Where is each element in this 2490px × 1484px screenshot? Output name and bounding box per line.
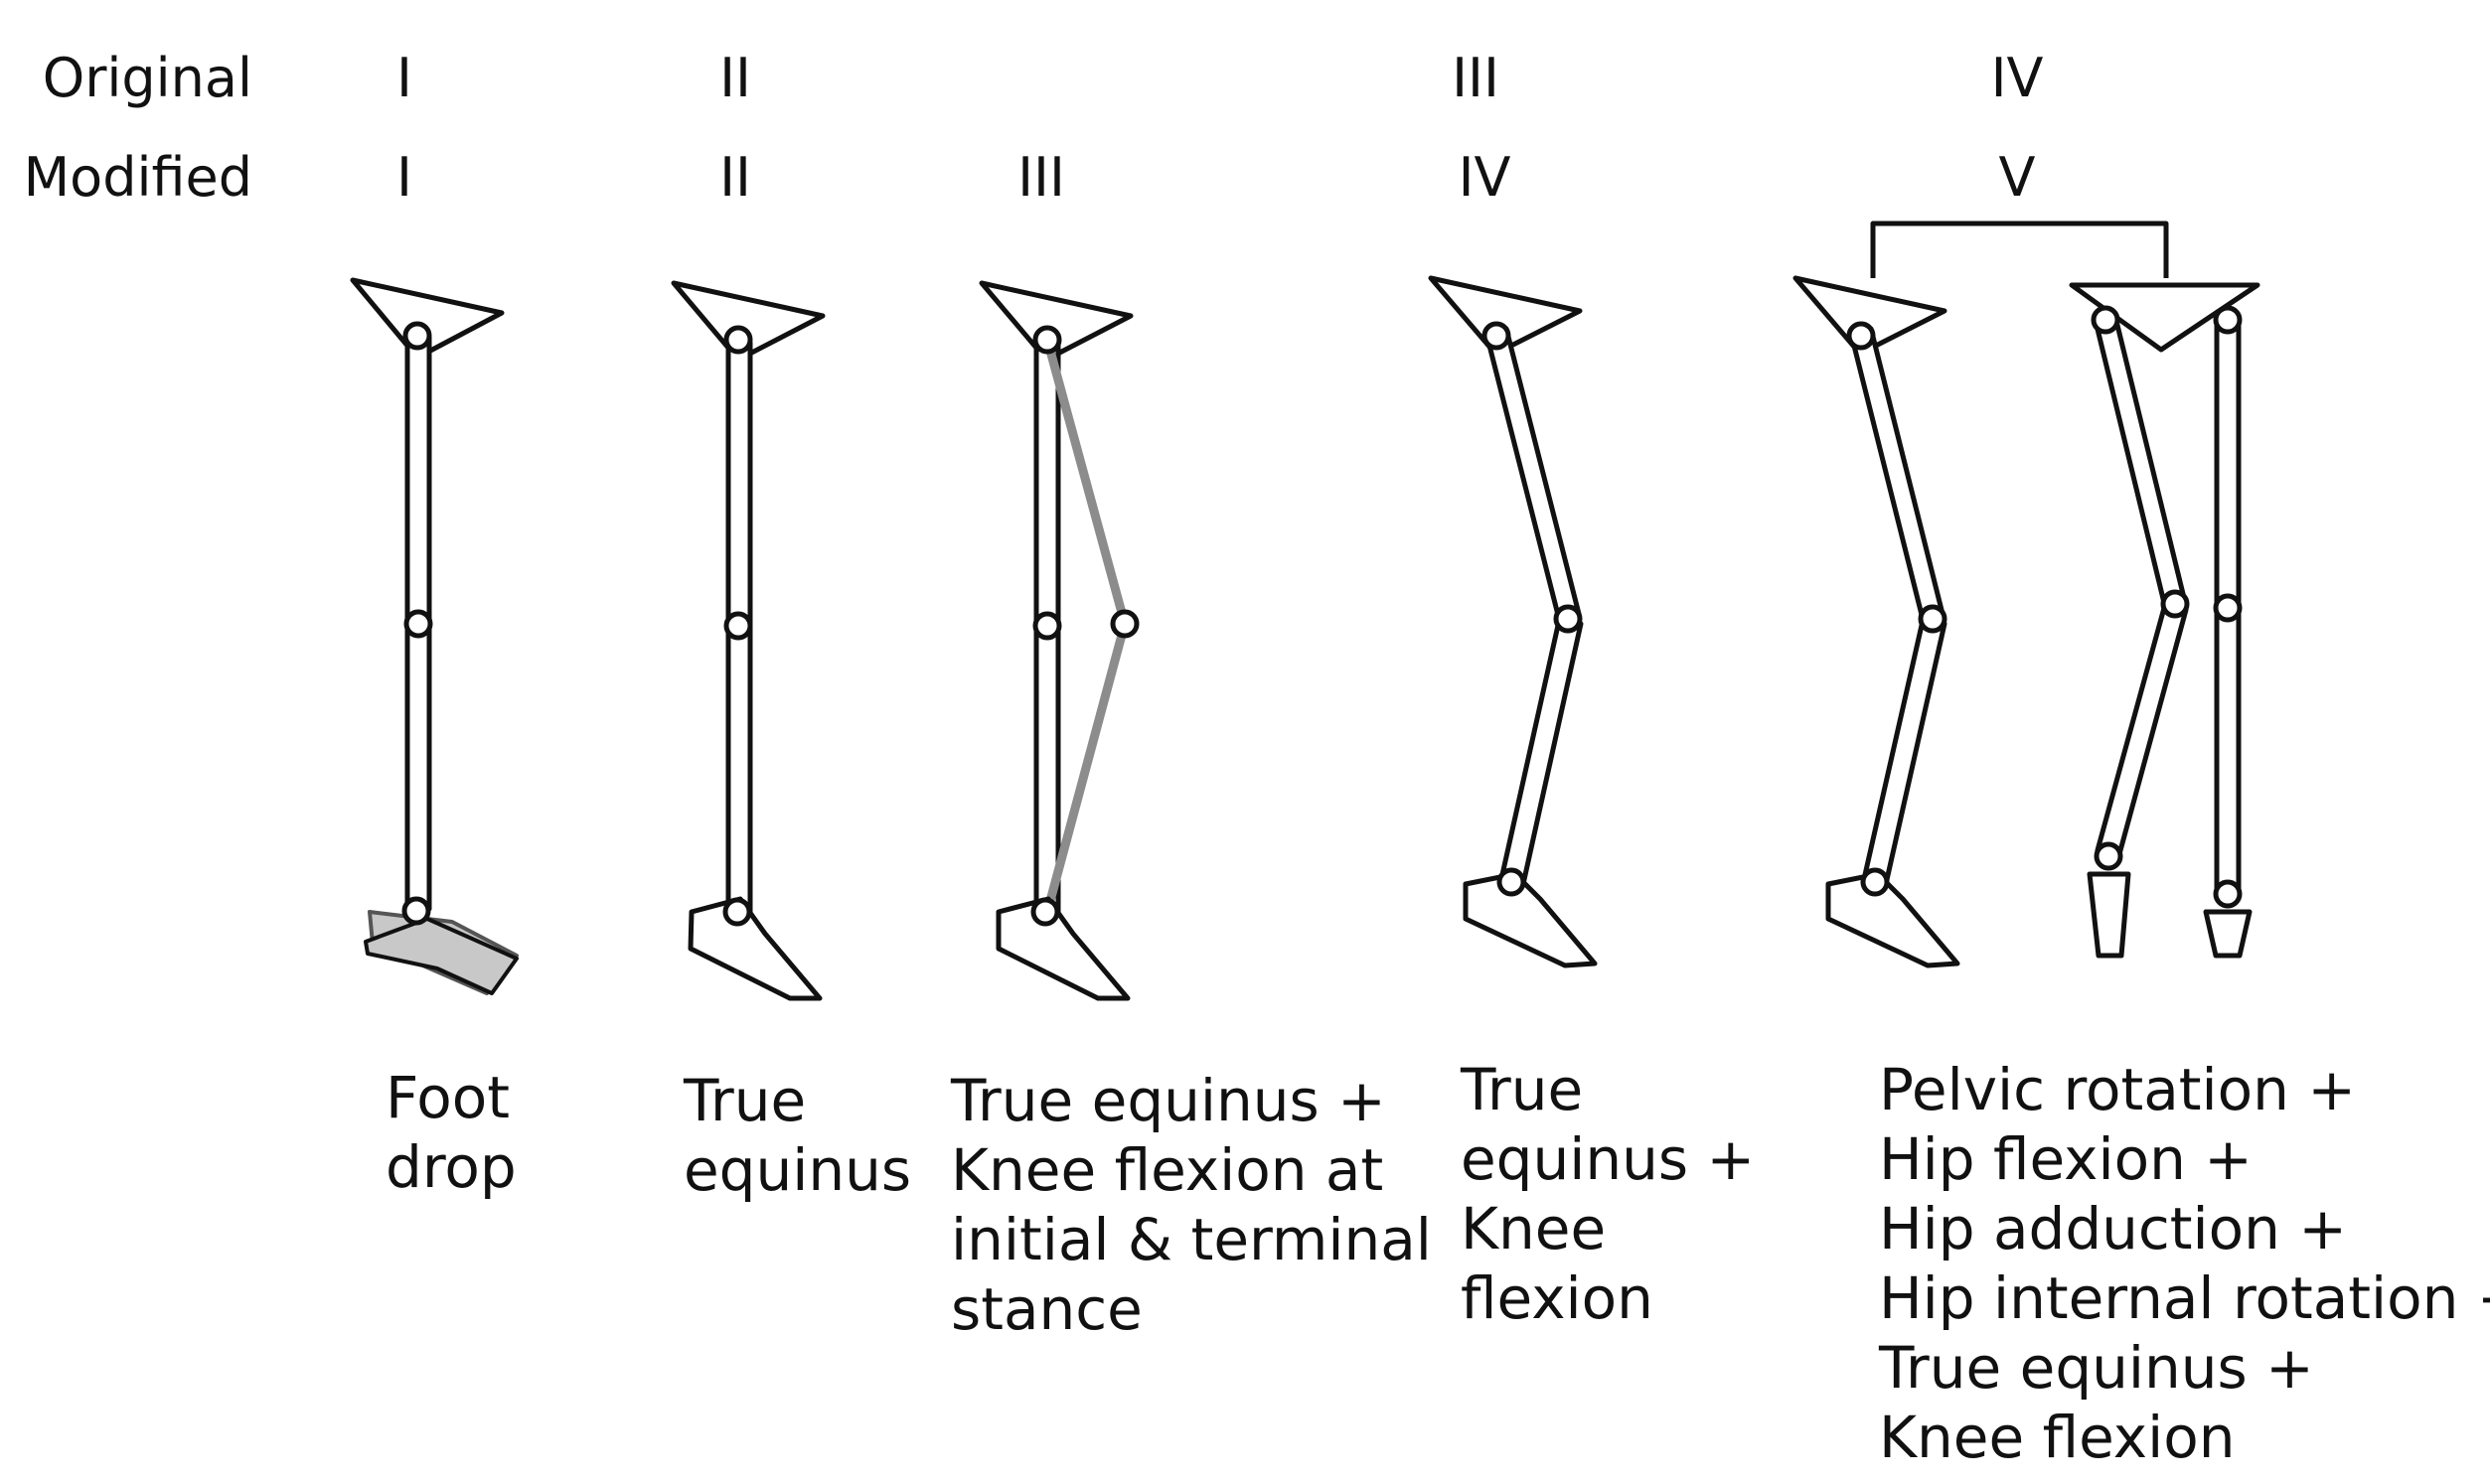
modified-row-label: Modified [23,146,252,209]
original-numeral-i: I [396,47,412,109]
foot [996,896,1131,1001]
knee-joint [723,611,753,641]
ankle-joint [1496,867,1526,897]
foot [1825,871,1960,968]
original-numeral-iv: IV [1990,47,2044,109]
thigh-segment [1483,326,1582,622]
caption-equinus-stance-knee-flexion: True equinus + Knee flexion at initial &… [951,1066,1432,1344]
caption-foot-drop: Foot drop [386,1063,517,1202]
thigh-segment [404,335,432,629]
caption-line: equinus [684,1136,912,1204]
left-knee-joint [2160,589,2190,619]
pelvis-triangle [979,280,1134,363]
caption-line: Hip internal rotation + [1879,1264,2490,1332]
original-row-label: Original [42,47,252,109]
leg-foot-drop [350,277,519,995]
knee-joint [1553,604,1583,634]
flexed-knee-joint [1110,609,1140,639]
original-numeral-ii: II [719,47,751,109]
shank-segment [1498,618,1584,887]
foot [688,896,823,1001]
right-hip-joint [2213,305,2243,335]
right-foot [2203,909,2253,959]
hip-joint [723,325,753,355]
thigh-segment [725,340,753,629]
left-foot [2087,871,2131,959]
shank-segment [725,623,753,917]
caption-true-equinus: True equinus [684,1066,911,1205]
caption-line: True [684,1067,807,1134]
leg-equinus-stance-knee-flexion [979,280,1140,1001]
caption-line: flexion [1461,1264,1653,1332]
ankle-joint [722,897,752,927]
leg-type-v-side [1792,275,1960,968]
caption-line: drop [386,1133,517,1201]
pelvis-triangle [350,277,505,361]
right-thigh-segment [2214,317,2242,611]
knee-joint [1032,611,1062,641]
caption-line: Pelvic rotation + [1879,1056,2356,1123]
legs-type-v-frontal [2069,282,2260,959]
caption-equinus-knee-flexion: True equinus + Knee flexion [1461,1055,1755,1333]
left-hip-joint [2091,305,2120,335]
thigh-segment [1033,340,1061,629]
caption-line: Knee flexion [1879,1404,2236,1471]
caption-line: initial & terminal [951,1206,1432,1273]
left-shank-segment [2095,605,2189,857]
hip-joint [402,321,432,351]
pelvis-triangle [1792,275,1947,357]
pelvis-triangle [1428,275,1583,357]
caption-line: stance [951,1275,1143,1343]
caption-line: equinus + [1461,1125,1756,1193]
hip-joint [1846,321,1876,351]
ankle-joint [401,896,431,926]
type-v-bracket [1870,221,2169,278]
knee-joint [1918,604,1947,634]
modified-numeral-iii: III [1017,146,1065,209]
hip-joint [1481,321,1511,351]
left-thigh-segment [2093,314,2188,610]
caption-line: True equinus + [951,1067,1386,1134]
modified-numeral-ii: II [719,146,751,209]
original-numeral-iii: III [1452,47,1499,109]
caption-line: True [1461,1056,1584,1123]
caption-line: Hip adduction + [1879,1195,2347,1262]
leg-equinus-knee-flexion [1428,275,1598,968]
right-shank-segment [2214,605,2242,899]
caption-line: Foot [386,1064,511,1131]
leg-true-equinus [671,280,826,1001]
caption-line: Hip flexion + [1879,1125,2253,1193]
ankle-joint [1030,897,1060,927]
knee-joint [403,609,433,639]
caption-type-v: Pelvic rotation + Hip flexion + Hip addu… [1879,1055,2490,1472]
caption-line: True equinus + [1879,1334,2314,1402]
ankle-joint [1860,867,1890,897]
modified-numeral-iv: IV [1458,146,1511,209]
caption-line: Knee [1461,1195,1607,1262]
shank-segment [404,623,432,912]
right-ankle-joint [2213,879,2243,909]
modified-numeral-v: V [1998,146,2036,209]
caption-line: Knee flexion at [951,1136,1384,1204]
shank-segment [1861,618,1947,887]
left-ankle-joint [2094,841,2123,871]
pelvis-triangle [671,280,826,363]
hip-joint [1032,325,1062,355]
modified-numeral-i: I [396,146,412,209]
thigh-segment [1848,326,1945,622]
foot [1463,871,1598,968]
right-knee-joint [2213,593,2243,623]
